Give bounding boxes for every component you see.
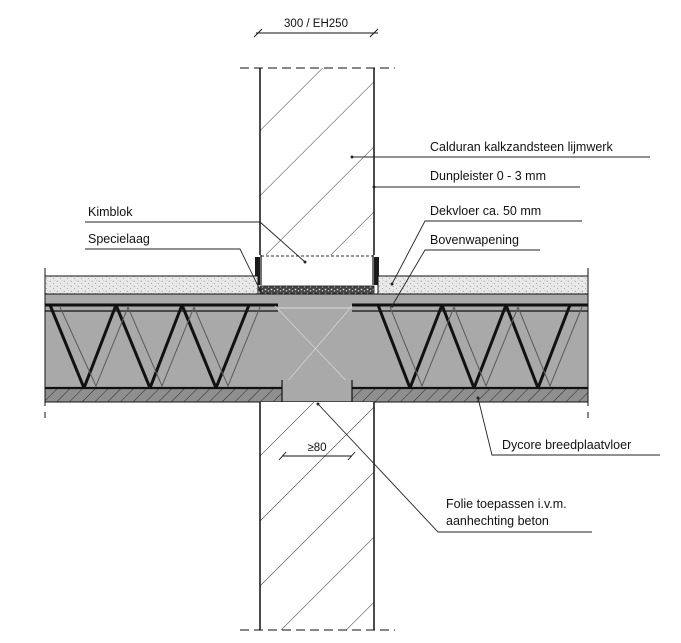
label-folie-line1: Folie toepassen i.v.m.: [446, 497, 567, 511]
label-dekvloer: Dekvloer ca. 50 mm: [430, 204, 541, 218]
mortar-bed: [259, 285, 375, 295]
dimension-wall-thickness: 300 / EH250: [253, 18, 379, 38]
floor-slab: [44, 268, 589, 418]
label-dycore: Dycore breedplaatvloer: [502, 438, 631, 452]
callout-folie: Folie toepassen i.v.m. aanhechting beton: [316, 402, 592, 533]
edge-strip-right: [374, 257, 379, 285]
callout-dycore: Dycore breedplaatvloer: [476, 396, 660, 456]
label-bovenwapening: Bovenwapening: [430, 233, 519, 247]
callout-kimblok: Kimblok: [85, 205, 307, 264]
kimblok-block: [260, 255, 374, 285]
callout-bovenwapening: Bovenwapening: [390, 233, 540, 308]
label-dunpleister: Dunpleister 0 - 3 mm: [430, 169, 546, 183]
dimension-bearing: ≥80: [278, 442, 356, 461]
upper-wall: [240, 67, 395, 255]
callout-dekvloer: Dekvloer ca. 50 mm: [390, 204, 582, 286]
dimension-bearing-label: ≥80: [307, 442, 326, 454]
dimension-wall-thickness-label: 300 / EH250: [284, 18, 348, 30]
label-folie-line2: aanhechting beton: [446, 514, 549, 528]
edge-strip-left: [255, 257, 260, 285]
callout-specielaag: Specielaag: [85, 232, 262, 292]
callout-calduran: Calduran kalkzandsteen lijmwerk: [350, 140, 650, 159]
lower-wall: [240, 402, 395, 631]
label-specielaag: Specielaag: [88, 232, 150, 246]
callout-dunpleister: Dunpleister 0 - 3 mm: [372, 169, 580, 189]
label-kimblok: Kimblok: [88, 205, 133, 219]
label-calduran: Calduran kalkzandsteen lijmwerk: [430, 140, 613, 154]
